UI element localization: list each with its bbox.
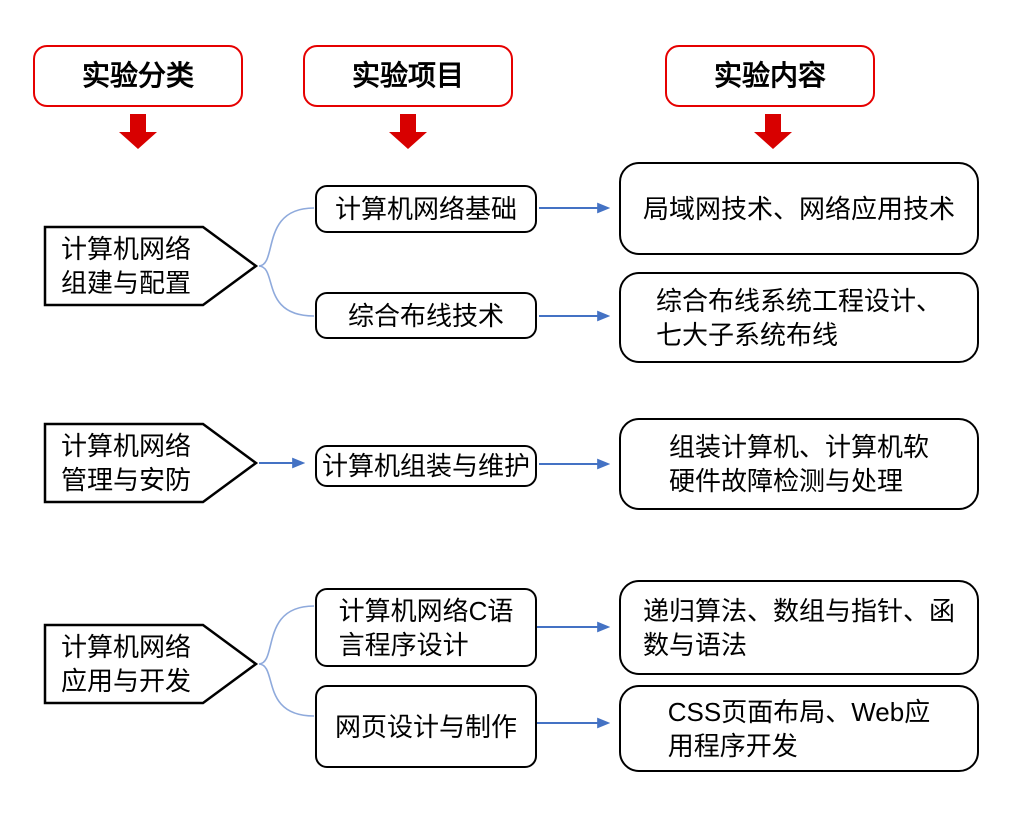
project-box-5: 网页设计与制作: [315, 685, 537, 768]
red-down-arrow-2: [389, 114, 427, 149]
header-experiment-project-label: 实验项目: [351, 60, 464, 91]
content-box-1: 局域网技术、网络应用技术: [619, 162, 979, 255]
brace-category3-project5: [258, 663, 315, 717]
content-box-2: 综合布线系统工程设计、 七大子系统布线: [619, 272, 979, 363]
category-pentagon-2: [43, 422, 259, 504]
red-down-arrow-3: [754, 114, 792, 149]
header-experiment-content: 实验内容: [665, 45, 875, 107]
project-box-1: 计算机网络基础: [315, 185, 537, 233]
category-pentagon-1: [43, 225, 259, 307]
category-label-1: 计算机网络 组建与配置: [60, 234, 191, 298]
brace-category3-project4: [258, 605, 315, 665]
red-down-arrow-1: [119, 114, 157, 149]
content-box-5: CSS页面布局、Web应 用程序开发: [619, 685, 979, 772]
project-box-4: 计算机网络C语 言程序设计: [315, 588, 537, 667]
brace-category1-project2: [258, 265, 315, 317]
header-experiment-project: 实验项目: [303, 45, 513, 107]
header-experiment-category-label: 实验分类: [81, 60, 194, 91]
header-experiment-content-label: 实验内容: [713, 60, 826, 91]
category-label-2: 计算机网络 管理与安防: [60, 431, 191, 495]
content-box-4: 递归算法、数组与指针、函 数与语法: [619, 580, 979, 675]
brace-category1-project1: [258, 207, 315, 267]
content-box-3: 组装计算机、计算机软 硬件故障检测与处理: [619, 418, 979, 510]
header-experiment-category: 实验分类: [33, 45, 243, 107]
project-box-2: 综合布线技术: [315, 292, 537, 339]
category-label-3: 计算机网络 应用与开发: [60, 632, 191, 696]
project-box-3: 计算机组装与维护: [315, 445, 537, 487]
category-pentagon-3: [43, 623, 259, 705]
